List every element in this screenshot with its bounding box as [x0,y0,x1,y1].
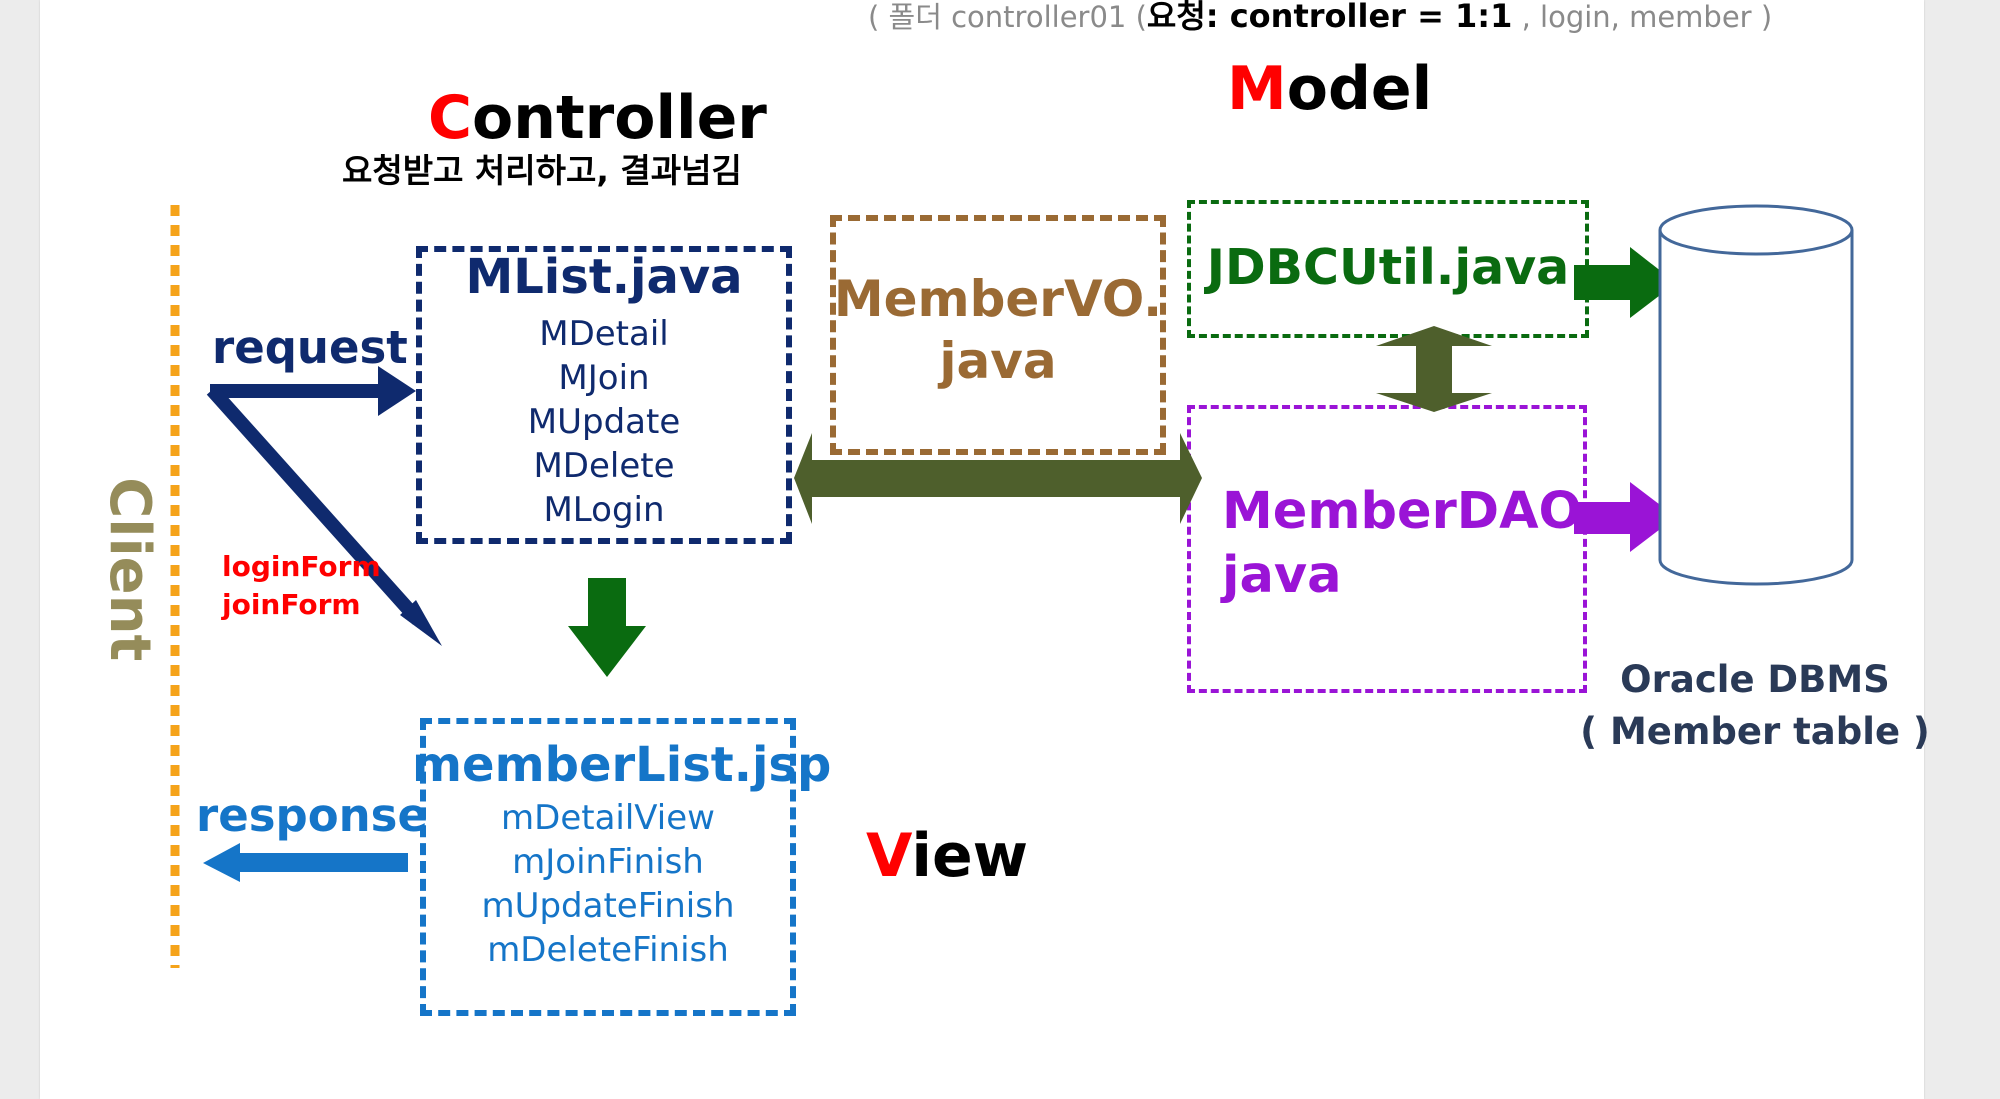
model-heading: Model [1227,55,1432,124]
subtitle: ( 폴더 controller01 (요청: controller = 1:1 … [868,0,1772,35]
database-cylinder [1658,204,1854,586]
subtitle-suffix: , login, member ) [1512,0,1773,34]
view-item: mUpdateFinish [481,886,735,926]
view-item: mDetailView [501,798,715,838]
controller-item: MDetail [539,314,669,354]
view-box-title: memberList.jsp [412,737,832,793]
form-arrow-head [400,600,442,646]
controller-item-list: MDetail MJoin MUpdate MDelete MLogin [416,312,792,532]
model-heading-initial: M [1227,54,1287,124]
controller-box-title: MList.java [465,249,743,305]
view-box [420,718,796,1016]
response-arrow [203,843,408,882]
memberdao-label-line: MemberDAO. [1222,482,1601,541]
membervo-label: MemberVO. java [830,268,1166,392]
controller-view-arrow [568,578,646,677]
controller-model-double-arrow [794,433,1202,524]
jdbcutil-label: JDBCUtil.java [1206,239,1570,296]
request-arrow [210,366,416,416]
subtitle-prefix: ( 폴더 controller01 ( [868,0,1147,34]
membervo-box [830,215,1166,455]
form-labels: loginForm joinForm [222,548,381,624]
form-label: loginForm [222,550,381,583]
subtitle-emphasis: 요청: controller = 1:1 [1146,0,1513,35]
database-caption: Oracle DBMS ( Member table ) [1560,654,1950,758]
view-item: mDeleteFinish [487,930,729,970]
view-heading: View [866,822,1028,891]
view-item: mJoinFinish [512,842,704,882]
memberdao-label: MemberDAO. java [1222,480,1600,608]
view-heading-initial: V [866,821,912,891]
controller-item: MLogin [543,490,665,530]
memberdao-label-line: java [1222,546,1342,605]
database-name: Oracle DBMS [1620,658,1890,701]
view-heading-rest: iew [911,821,1029,891]
memberdao-box [1187,405,1587,693]
request-label: request [212,321,408,374]
controller-item: MUpdate [527,402,681,442]
view-item-list: mDetailView mJoinFinish mUpdateFinish mD… [420,796,796,972]
database-table: ( Member table ) [1580,710,1930,753]
controller-description: 요청받고 처리하고, 결과넘김 [342,151,742,190]
controller-box [416,246,792,544]
controller-heading: Controller [428,84,767,153]
form-label: joinForm [222,588,361,621]
model-heading-rest: odel [1286,54,1433,124]
controller-heading-initial: C [428,83,473,153]
membervo-label-line: java [939,332,1057,390]
jdbc-db-arrow [1574,247,1676,318]
controller-heading-rest: ontroller [472,83,767,153]
controller-item: MJoin [558,358,650,398]
controller-item: MDelete [533,446,675,486]
response-label: response [196,789,428,842]
form-arrow-line [206,385,424,625]
dao-db-arrow [1574,482,1676,552]
jdbc-dao-double-arrow [1376,326,1492,412]
membervo-label-line: MemberVO. [833,270,1163,328]
